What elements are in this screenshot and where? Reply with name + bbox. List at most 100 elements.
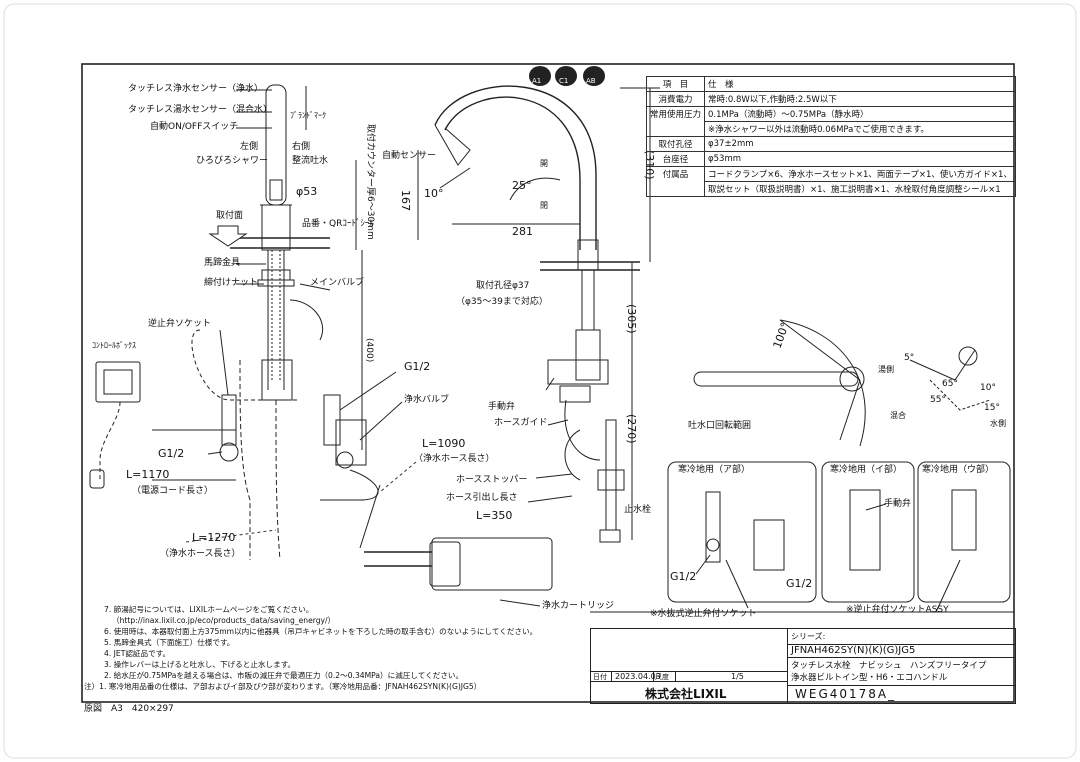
label-stop-valve: 止水栓 <box>624 505 652 515</box>
product-name-2: 浄水器ビルトイン型・H6・エコハンドル <box>791 673 948 683</box>
label-ang-5: 5° <box>904 353 915 363</box>
spec-key <box>645 121 706 137</box>
label-hose-pull: ホース引出し長さ <box>446 493 518 503</box>
drawing-number: WEG40178A_ <box>795 687 897 701</box>
label-ang-55: 55° <box>930 395 946 405</box>
spec-val: φ53mm <box>704 151 1016 167</box>
spec-val: ※浄水シャワー以外は流動時0.06MPaでご使用できます。 <box>704 121 1016 137</box>
paper-size: 原図 A3 420×297 <box>84 704 174 714</box>
drawing-frame <box>81 63 1015 703</box>
label-hand-valve-i: 手動弁 <box>884 499 912 509</box>
label-g12-right: G1/2 <box>404 360 431 373</box>
label-ang-15: 15° <box>984 403 1000 413</box>
label-close: 閉 <box>540 201 548 210</box>
spec-key: 付属品 <box>645 166 706 182</box>
label-l1090: L=1090 <box>422 437 466 450</box>
series-label: シリーズ: <box>791 632 826 641</box>
label-open: 開 <box>540 159 548 168</box>
spec-val: φ37±2mm <box>704 136 1016 152</box>
label-mixed: 混合 <box>890 411 906 420</box>
label-counter-thickness: 取付カウンター厚6～30mm <box>365 124 375 240</box>
label-main-valve: メインバルブ <box>310 278 365 288</box>
mount-arrow-icon <box>208 225 248 247</box>
spec-key: 常用使用圧力 <box>645 106 706 122</box>
label-auto-switch: 自動ON/OFFスイッチ <box>150 122 239 132</box>
label-sensor-purified: タッチレス浄水センサー（浄水） <box>128 84 264 94</box>
label-straight-spout: 整流吐水 <box>292 156 329 166</box>
label-note-a: ※水抜式逆止弁付ソケット <box>650 609 757 619</box>
label-l350: L=350 <box>476 509 513 522</box>
label-sensor-mixed: タッチレス湯水センサー（混合水） <box>128 105 273 115</box>
note-line: 注）1. 寒冷地用品番の仕様は、ア部およびイ部及びウ部が変わります。（寒冷地用品… <box>84 682 482 691</box>
label-angle-25: 25° <box>512 179 532 192</box>
label-angle-10: 10° <box>424 187 444 200</box>
label-hose-guide: ホースガイド <box>494 418 548 428</box>
scale-label: 尺度 <box>655 673 669 681</box>
spec-val: 常時:0.8W以下,作動時:2.5W以下 <box>704 91 1016 107</box>
note-line: 3. 操作レバーは上げると吐水し、下げると止水します。 <box>104 660 296 669</box>
badge-ab: AB <box>586 77 596 85</box>
label-dim-281: 281 <box>512 225 533 238</box>
label-mount-nut: 締付けナット <box>204 278 259 288</box>
spec-val: コードクランプ×6、浄水ホースセット×1、両面テープ×1、使い方ガイド×1、 <box>704 166 1016 182</box>
label-check-valve-socket: 逆止弁ソケット <box>148 319 212 329</box>
spec-val: 0.1MPa（流動時）～0.75MPa（静水時） <box>704 106 1016 122</box>
page-number: 1/5 <box>731 672 744 681</box>
label-mount-surface: 取付面 <box>216 211 244 221</box>
label-purified-valve: 浄水バルブ <box>404 395 450 405</box>
label-cold-u: 寒冷地用（ウ部） <box>922 465 995 475</box>
label-g12-left: G1/2 <box>158 447 185 460</box>
title-block: シリーズ: JFNAH462SY(N)(K)(G)JG5 日付 2023.04.… <box>590 628 1016 704</box>
spec-val: 取説セット（取扱説明書）×1、施工説明書×1、水栓取付角度調整シール×1 <box>704 181 1016 197</box>
product-name-1: タッチレス水栓 ナビッシュ ハンズフリータイプ <box>791 661 987 671</box>
label-mount-hole: 取付孔径φ37 <box>476 281 530 291</box>
notes: 7. 節湯記号については、LIXILホームページをご覧ください。 （http:/… <box>84 604 537 692</box>
note-line: （http://inax.lixil.co.jp/eco/products_da… <box>112 616 336 625</box>
label-ang-65: 65° <box>942 379 958 389</box>
label-hand-valve: 手動弁 <box>488 402 516 412</box>
label-phi53: φ53 <box>296 185 318 198</box>
label-g12-a: G1/2 <box>670 570 697 583</box>
note-line: 7. 節湯記号については、LIXILホームページをご覧ください。 <box>104 605 314 614</box>
note-line: 5. 馬蹄金具式（下面施工）仕様です。 <box>104 638 235 647</box>
date-label: 日付 <box>593 673 607 681</box>
label-cold-a: 寒冷地用（ア部） <box>678 465 751 475</box>
label-l1170: L=1170 <box>126 468 170 481</box>
date: 2023.04.03 <box>615 672 661 681</box>
spec-key: 台座径 <box>645 151 706 167</box>
label-dim-270: (270) <box>625 414 638 444</box>
label-product-qr: 品番・QRｺｰﾄﾞｼｰﾙ <box>302 219 374 229</box>
spec-key: 項 目 <box>645 76 706 92</box>
label-purified-hose-2: （浄水ホース長さ） <box>160 549 241 559</box>
spec-key <box>645 181 706 197</box>
label-hose-stopper: ホースストッパー <box>456 475 528 485</box>
label-dim-305: (305) <box>625 304 638 334</box>
label-cold-i: 寒冷地用（イ部） <box>830 465 903 475</box>
label-dim-167: 167 <box>399 190 412 211</box>
label-brand-mark: ﾌﾞﾗﾝﾄﾞﾏｰｸ <box>290 111 326 120</box>
note-line: 4. JET認証品です。 <box>104 649 171 658</box>
label-spout-range: 吐水口回転範囲 <box>688 421 752 431</box>
model-number: JFNAH462SY(N)(K)(G)JG5 <box>791 645 916 656</box>
label-g12-a2: G1/2 <box>786 577 813 590</box>
label-water-side: 水側 <box>990 419 1006 428</box>
note-line: 2. 給水圧が0.75MPaを越える場合は、市販の減圧弁で最適圧力（0.2～0.… <box>104 671 464 680</box>
label-right-side: 右側 <box>292 142 311 152</box>
label-note-u: ※逆止弁付ソケットASSY <box>846 605 949 615</box>
spec-key: 消費電力 <box>645 91 706 107</box>
label-left-side: 左側 <box>240 142 259 152</box>
label-purified-hose-1: （浄水ホース長さ） <box>414 454 495 464</box>
certification-icons <box>529 66 605 86</box>
label-ang-10b: 10° <box>980 383 996 393</box>
label-control-box: ｺﾝﾄﾛｰﾙﾎﾞｯｸｽ <box>92 341 136 350</box>
label-cartridge: 浄水カートリッジ <box>542 601 615 611</box>
company-name: 株式会社LIXIL <box>645 687 727 701</box>
label-hot-side: 湯側 <box>878 365 894 374</box>
badge-c1: C1 <box>559 77 569 85</box>
spec-val: 仕 様 <box>704 76 1016 92</box>
badge-a1: A1 <box>532 77 542 85</box>
label-wide-shower: ひろびろシャワー <box>196 156 269 166</box>
label-l1270: L=1270 <box>192 531 236 544</box>
